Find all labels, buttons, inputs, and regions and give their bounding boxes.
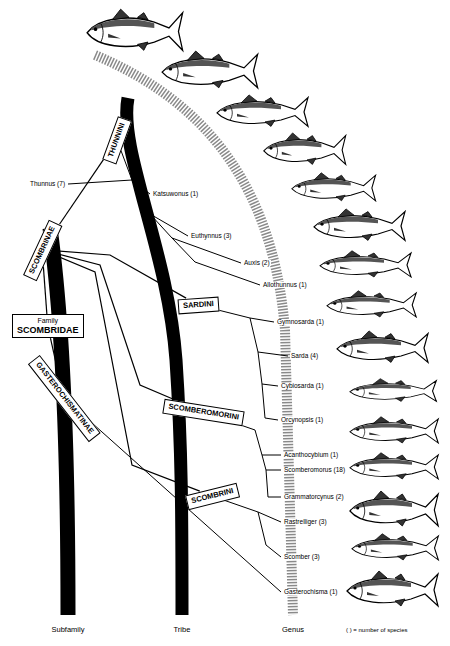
fish-illustration xyxy=(162,51,258,88)
genus-label: Rastrelliger (3) xyxy=(283,519,328,526)
box-text: GASTEROCHISMATINAE xyxy=(33,360,94,435)
tribe-band xyxy=(127,98,182,615)
fish-illustration xyxy=(337,331,428,363)
tree-branch xyxy=(43,265,47,314)
box-text: THUNNINI xyxy=(107,121,127,158)
genus-label: Auxis (2) xyxy=(243,260,271,267)
fish-illustration xyxy=(320,251,411,277)
genus-label: Scomber (3) xyxy=(283,554,321,561)
genus-label: Grammatorcynus (2) xyxy=(283,494,345,501)
box-text: SCOMBEROMORINI xyxy=(167,402,239,422)
tribe-box: SCOMBEROMORINI xyxy=(162,398,245,425)
axis-label: Tribe xyxy=(173,626,192,634)
fish-illustration xyxy=(350,379,436,402)
genus-band xyxy=(95,55,293,615)
fish-illustration xyxy=(347,571,438,606)
genus-label: Cybiosarda (1) xyxy=(280,383,325,390)
tribe-box: SARDINI xyxy=(177,296,219,313)
genus-label: Acanthocybium (1) xyxy=(283,452,339,459)
fish-illustration xyxy=(264,133,346,165)
genus-label: Gasterochisma (1) xyxy=(283,589,338,596)
subfamily-box: SCOMBRINAE xyxy=(23,219,62,281)
family-box: FamilySCOMBRIDAE xyxy=(12,314,84,338)
axis-label: Genus xyxy=(281,626,305,634)
branch-line xyxy=(68,140,260,285)
fish-illustration xyxy=(314,209,405,241)
box-text: SCOMBRIDAE xyxy=(17,325,79,335)
genus-label: Orcynopsis (1) xyxy=(280,417,324,424)
box-text: SCOMBRINAE xyxy=(27,225,56,275)
fish-illustration xyxy=(350,417,438,443)
tree-branch xyxy=(60,159,104,224)
key-note: ( ) = number of species xyxy=(345,627,409,633)
fish-illustration xyxy=(350,453,438,479)
fish-illustration xyxy=(217,95,308,127)
fish-illustration xyxy=(352,534,438,560)
tree-branch xyxy=(49,253,200,491)
branch-line xyxy=(212,496,281,557)
fish-illustration xyxy=(327,291,416,317)
tribe-box: SCOMBRINI xyxy=(185,482,240,509)
genus-label: Scomberomorus (18) xyxy=(283,467,346,474)
genus-label: Katsuwonus (1) xyxy=(152,191,199,198)
fish-illustration xyxy=(292,173,376,201)
box-text: SARDINI xyxy=(182,299,213,310)
genus-label: Euthynnus (3) xyxy=(190,233,232,240)
genus-label: Allothunnus (1) xyxy=(262,282,308,289)
tribe-box: THUNNINI xyxy=(102,116,131,164)
genus-label: Sarda (4) xyxy=(290,353,319,360)
axis-label: Subfamily xyxy=(51,626,86,634)
subfamily-box: GASTEROCHISMATINAE xyxy=(28,354,100,441)
box-heading: Family xyxy=(17,317,79,325)
fish-illustration xyxy=(87,9,183,50)
branch-line xyxy=(198,305,288,420)
subfamily-band xyxy=(50,228,68,615)
genus-label: Thunnus (7) xyxy=(29,181,66,188)
box-text: SCOMBRINI xyxy=(190,486,234,505)
fish-illustration xyxy=(350,491,438,526)
genus-label: Gymnosarda (1) xyxy=(276,319,325,326)
